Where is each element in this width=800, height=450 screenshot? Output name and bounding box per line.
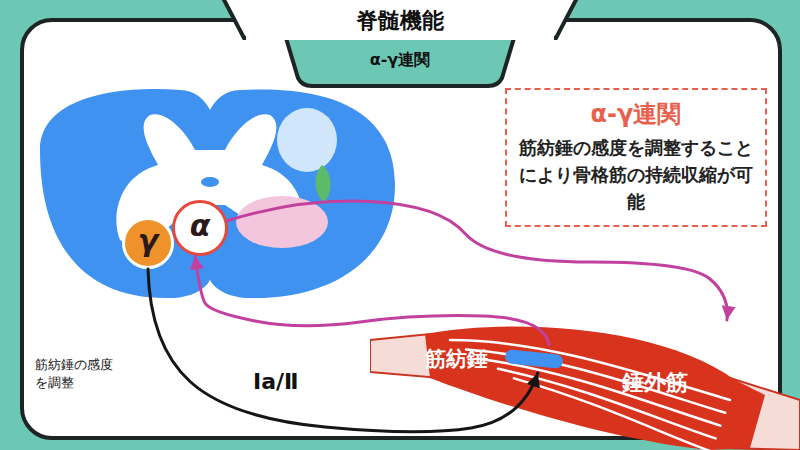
muscle-fibre	[482, 359, 720, 425]
muscle-shape	[370, 320, 800, 450]
muscle-fibre	[450, 340, 730, 400]
alpha-node: α	[172, 200, 228, 256]
neuron-symbol: α	[190, 211, 211, 241]
neuron-symbol: γ	[138, 226, 158, 256]
spindle-node: 筋紡錘	[425, 345, 566, 373]
spindle-capsule	[504, 349, 563, 369]
muscle-node: 錘外筋 筋紡錘	[370, 320, 800, 450]
muscle-belly	[425, 326, 765, 450]
white-panel	[22, 20, 780, 438]
edge-label: Ⅰa/Ⅱ	[250, 366, 302, 398]
lateral-tract	[315, 165, 330, 202]
signal-arrow	[195, 256, 549, 345]
muscle-label: 錘外筋	[622, 368, 688, 398]
callout-body: 筋紡錘の感度を調整することにより骨格筋の持続収縮が可能	[517, 134, 755, 215]
muscle-fibre	[498, 369, 716, 439]
central-canal	[201, 177, 219, 187]
title-text: 脊髄機能	[245, 6, 555, 36]
muscle-fibre-lines	[450, 340, 730, 450]
anterior-tract	[236, 196, 328, 248]
dorsal-column	[277, 108, 337, 172]
edge-label: 筋紡錘の感度を調整	[32, 355, 128, 392]
callout-node: α-γ連関筋紡錘の感度を調整することにより骨格筋の持続収縮が可能	[505, 88, 767, 227]
spindle-label: 筋紡錘	[425, 345, 488, 373]
callout-heading: α-γ連関	[517, 98, 755, 130]
signal-arrow	[227, 201, 727, 320]
spinal-cord-section	[40, 89, 395, 298]
subtitle-tab	[286, 38, 514, 86]
subtitle-label: α-γ連関	[300, 50, 500, 71]
gamma-node: γ	[122, 217, 174, 269]
muscle-fibre	[466, 350, 725, 413]
spindle-shape	[502, 348, 566, 370]
signal-arrow	[148, 269, 538, 432]
